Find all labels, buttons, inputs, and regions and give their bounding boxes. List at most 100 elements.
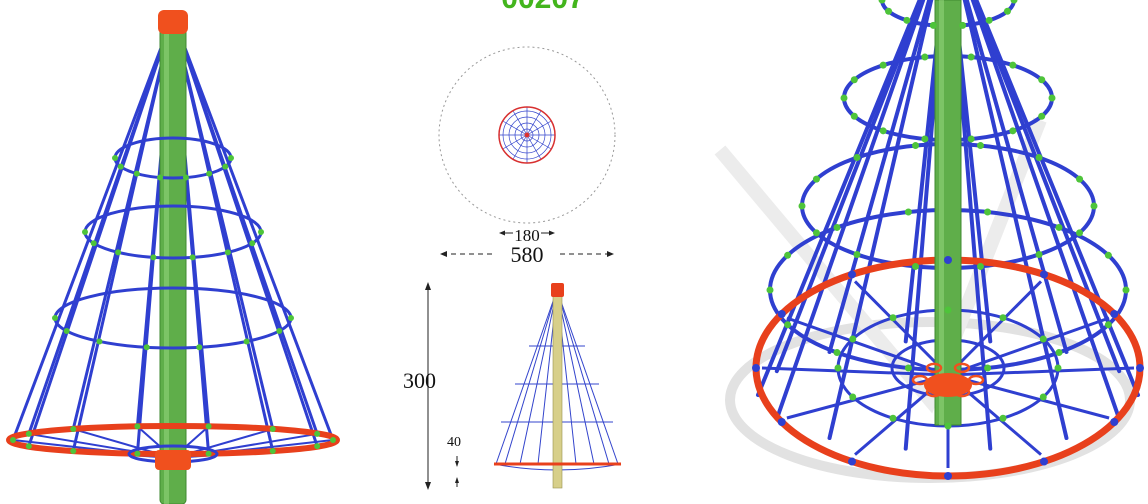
joint bbox=[1048, 94, 1056, 102]
dimension-base: 40 bbox=[447, 435, 461, 487]
joint bbox=[984, 208, 992, 216]
ring-joint bbox=[777, 310, 786, 318]
joint bbox=[70, 447, 77, 454]
joint bbox=[1009, 61, 1017, 69]
base-clamp bbox=[155, 450, 191, 470]
play-area-circle bbox=[438, 46, 616, 224]
base-web-spoke bbox=[761, 366, 949, 377]
front-render-view bbox=[6, 10, 340, 504]
base-web-spoke bbox=[947, 366, 1135, 377]
joint bbox=[999, 414, 1007, 422]
dimension-small: 180 bbox=[499, 226, 555, 245]
joint bbox=[133, 170, 140, 177]
ring-joint bbox=[944, 472, 952, 480]
joint bbox=[269, 447, 276, 454]
base-web-spoke bbox=[853, 280, 950, 377]
joint bbox=[959, 21, 967, 29]
chain-link bbox=[953, 386, 971, 398]
base-web-spoke bbox=[947, 316, 1110, 377]
joint bbox=[833, 223, 841, 231]
joint bbox=[1039, 393, 1047, 401]
joint bbox=[850, 112, 858, 120]
joint bbox=[944, 422, 952, 430]
joint bbox=[1104, 321, 1112, 329]
joint bbox=[912, 262, 920, 270]
chain-link bbox=[911, 374, 929, 386]
plan-center bbox=[524, 132, 530, 138]
dimension-large-label: 580 bbox=[511, 242, 544, 267]
joint bbox=[1076, 229, 1084, 237]
top-view-outer-ring bbox=[498, 106, 556, 164]
clamp-body bbox=[924, 373, 972, 397]
pole-highlight bbox=[164, 20, 169, 504]
side-rod bbox=[519, 289, 558, 465]
plan-spoke bbox=[526, 134, 552, 150]
joint bbox=[189, 254, 196, 261]
joint bbox=[205, 450, 212, 457]
joint bbox=[1055, 349, 1063, 357]
plan-spoke bbox=[526, 110, 542, 136]
joint bbox=[25, 430, 32, 437]
perspective-rod bbox=[774, 0, 926, 421]
joint bbox=[879, 61, 887, 69]
joint bbox=[70, 426, 77, 433]
frame-rod bbox=[177, 30, 335, 442]
chain-link bbox=[925, 386, 943, 398]
joint bbox=[903, 16, 911, 24]
joint bbox=[276, 328, 283, 335]
joint bbox=[904, 364, 912, 372]
base-web-spoke bbox=[786, 373, 949, 420]
technical-drawings: 00207 180 580 300 bbox=[403, 0, 622, 490]
joint bbox=[258, 229, 264, 235]
ring-joint bbox=[752, 364, 760, 372]
joint bbox=[1055, 223, 1063, 231]
product-code: 00207 bbox=[501, 0, 584, 15]
side-view-cap bbox=[551, 283, 564, 297]
ring-joint bbox=[1136, 364, 1144, 372]
joint bbox=[249, 240, 256, 247]
joint bbox=[134, 423, 141, 430]
joint bbox=[885, 7, 893, 15]
side-rod bbox=[556, 289, 610, 465]
frame-rod bbox=[176, 30, 319, 436]
joint bbox=[878, 0, 886, 4]
top-view-web bbox=[499, 107, 555, 163]
joint bbox=[976, 262, 984, 270]
ring-joint bbox=[1110, 418, 1119, 426]
joint bbox=[1122, 286, 1130, 294]
frame-rod bbox=[11, 30, 169, 442]
joint bbox=[25, 443, 32, 450]
side-view-pole bbox=[552, 289, 563, 489]
joint bbox=[330, 437, 336, 443]
joint bbox=[52, 315, 58, 321]
joint bbox=[112, 155, 118, 161]
joint bbox=[984, 364, 992, 372]
front-joints bbox=[10, 155, 336, 457]
joint bbox=[976, 142, 984, 150]
joint bbox=[833, 349, 841, 357]
base-web-spoke bbox=[786, 316, 949, 377]
perspective-render-view bbox=[714, 0, 1144, 483]
joint bbox=[879, 127, 887, 135]
joint bbox=[849, 393, 857, 401]
joint bbox=[889, 314, 897, 322]
joint bbox=[853, 154, 861, 162]
joint bbox=[82, 229, 88, 235]
base-web-spoke bbox=[946, 280, 1043, 377]
joint bbox=[224, 249, 231, 256]
dimension-height-label: 300 bbox=[403, 368, 436, 393]
joint bbox=[944, 306, 952, 314]
joint bbox=[134, 450, 141, 457]
chain-link bbox=[925, 362, 943, 374]
joint bbox=[1104, 251, 1112, 259]
joint bbox=[228, 155, 234, 161]
joint bbox=[853, 250, 861, 258]
plan-spoke bbox=[502, 134, 528, 150]
frame-rod bbox=[175, 30, 275, 431]
joint bbox=[63, 328, 70, 335]
joint bbox=[1003, 7, 1011, 15]
plan-spoke bbox=[512, 134, 528, 160]
plan-spoke bbox=[502, 120, 528, 136]
joint bbox=[921, 135, 929, 143]
